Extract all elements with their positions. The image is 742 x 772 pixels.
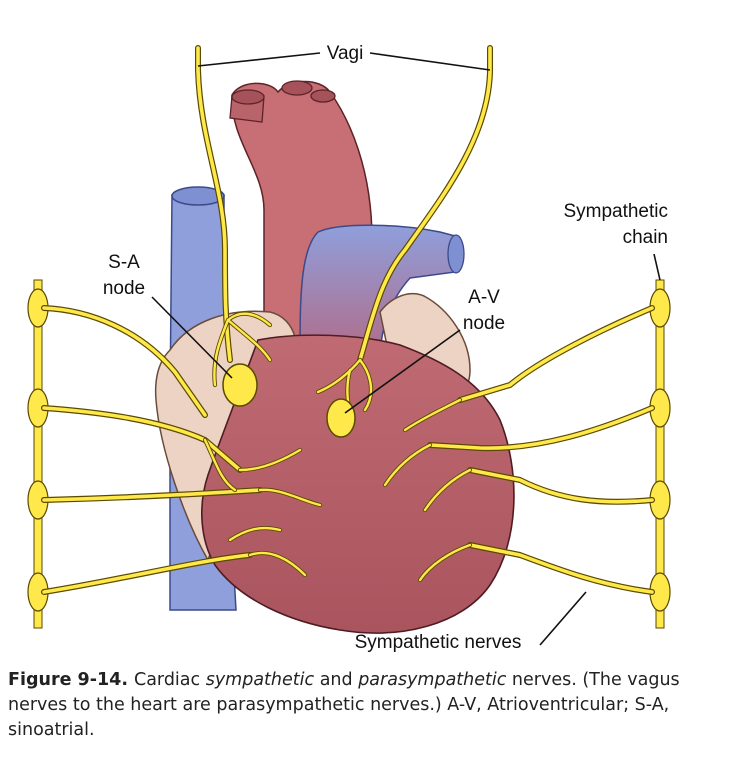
right-vagus-nerve (358, 46, 492, 362)
sa-node (222, 363, 258, 407)
left-sympathetic-nerve-2 (42, 406, 242, 472)
sa-node-label-line1: S-A (108, 252, 140, 273)
caption-text-3: nerves. (The vagus nerves to the heart a… (8, 670, 680, 740)
left-sympathetic-nerve-1 (42, 306, 207, 417)
sympathetic-chain-label-line1: Sympathetic (563, 201, 668, 222)
right-sympathetic-nerve-3 (468, 468, 654, 504)
heart-nerve-diagram: Vagi Sympathetic chain S-A node A-V node… (27, 43, 671, 653)
av-node-label-line2: node (463, 313, 505, 334)
aortic-branch-1-top (231, 89, 265, 105)
right-sympathetic-nerve-2 (428, 406, 654, 450)
left-sympathetic-chain (33, 279, 43, 629)
sa-node-label-line2: node (103, 278, 145, 299)
caption-italic-parasympathetic: parasympathetic (358, 670, 507, 690)
caption-italic-sympathetic: sympathetic (205, 670, 315, 690)
nerve-fills (42, 46, 654, 594)
av-node (326, 398, 356, 438)
caption-text-1: Cardiac (133, 670, 206, 690)
leader-lines (151, 52, 661, 646)
pulmonary-artery-end (447, 234, 465, 274)
left-sympathetic-nerve-3 (42, 488, 262, 502)
left-sympathetic-nerve-4 (42, 553, 252, 594)
caption-text-2: and (314, 670, 359, 690)
aortic-branch-3-top (310, 89, 336, 103)
figure-caption: Figure 9-14.Cardiac sympathetic and para… (8, 668, 734, 743)
right-sympathetic-nerve-1 (458, 306, 654, 402)
sympathetic-chain-label-line2: chain (623, 227, 668, 248)
nerve-branch-fills (203, 312, 472, 582)
av-node-label-line1: A-V (468, 287, 500, 308)
vagi-label: Vagi (327, 43, 364, 64)
sympathetic-nerves-label: Sympathetic nerves (355, 632, 522, 653)
vena-cava-top (171, 186, 225, 206)
right-sympathetic-nerve-4 (468, 543, 654, 594)
aortic-branch-2-top (281, 80, 313, 96)
figure-number: Figure 9-14. (8, 670, 128, 690)
